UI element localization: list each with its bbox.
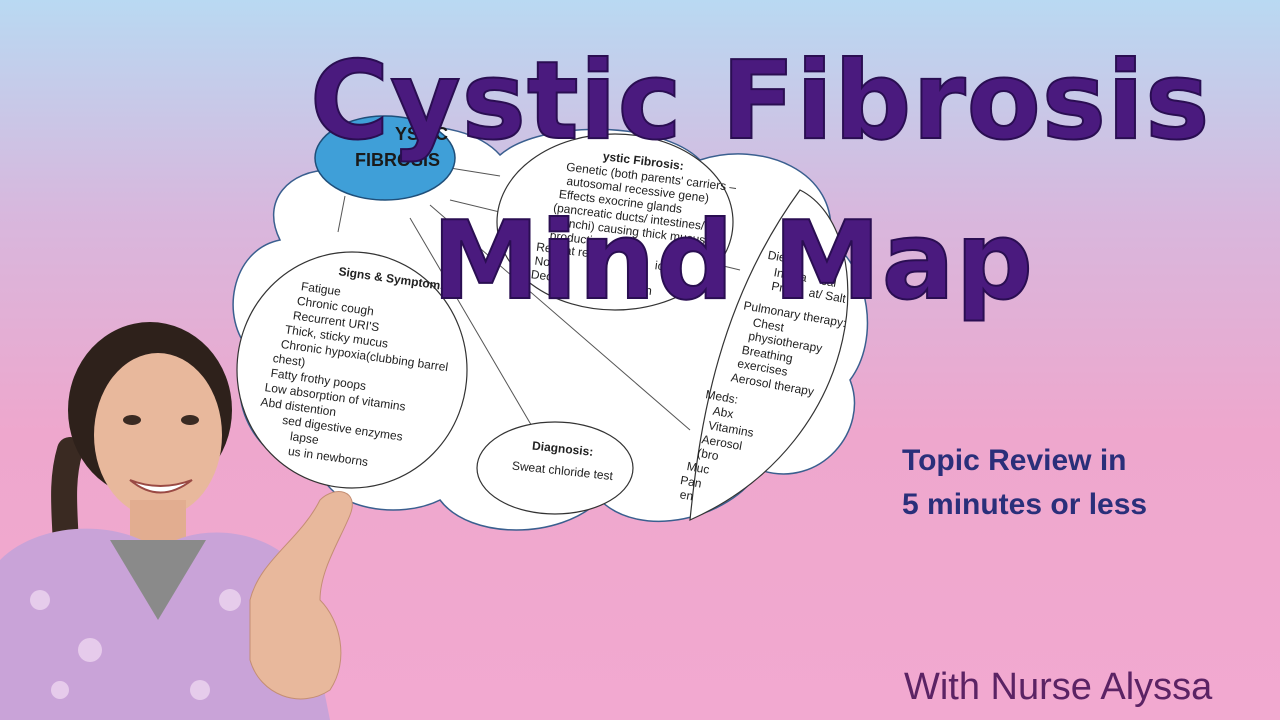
title-line-1: Cystic Fibrosis	[309, 39, 1211, 164]
presenter-photo	[0, 322, 353, 720]
cystic-fibrosis-bubble	[496, 133, 734, 311]
treatment-line: Meds:	[705, 387, 740, 406]
signs-item: lapse	[289, 429, 320, 447]
treatment-line: Pan	[679, 473, 702, 490]
treatment-bubble	[689, 189, 849, 521]
treatment-heading: Tr	[831, 247, 845, 263]
treatment-line: en	[679, 487, 695, 503]
treatment-line: at/ Salt	[808, 286, 848, 306]
treatment-line: Increa	[773, 265, 809, 285]
center-bubble-line2: FIBROSIS	[355, 150, 440, 170]
signs-symptoms-bubble	[236, 251, 468, 489]
treatment-line: Abx	[712, 404, 735, 421]
cf-line: ions	[654, 258, 678, 275]
signs-item: chest)	[272, 351, 306, 369]
treatment-line: Chest	[752, 315, 786, 334]
byline: With Nurse Alyssa	[904, 666, 1213, 708]
treatment-line: Diet:	[767, 248, 794, 266]
cf-line: Dec	[530, 267, 553, 283]
treatment-line: Prote	[770, 279, 801, 298]
cf-line: Repeat re	[536, 240, 590, 260]
center-bubble-line1: YSTIC	[395, 124, 448, 144]
diagnosis-bubble	[476, 421, 634, 515]
treatment-line: cal	[820, 274, 838, 290]
treatment-line: Muc	[686, 459, 711, 477]
center-bubble	[314, 115, 456, 201]
title-line-2: Mind Map	[431, 199, 1034, 324]
subtitle-line-2: 5 minutes or less	[902, 488, 1148, 521]
cf-line: pan	[631, 282, 653, 298]
treatment-line: Aerosol	[701, 432, 744, 453]
diagnosis-heading: Diagnosis:	[531, 439, 593, 459]
treatment-line: (bro	[696, 446, 720, 464]
signs-item: Fatigue	[300, 279, 342, 298]
cf-line: production	[549, 228, 606, 249]
subtitle-line-1: Topic Review in	[902, 444, 1127, 477]
cf-line: No	[534, 254, 551, 270]
